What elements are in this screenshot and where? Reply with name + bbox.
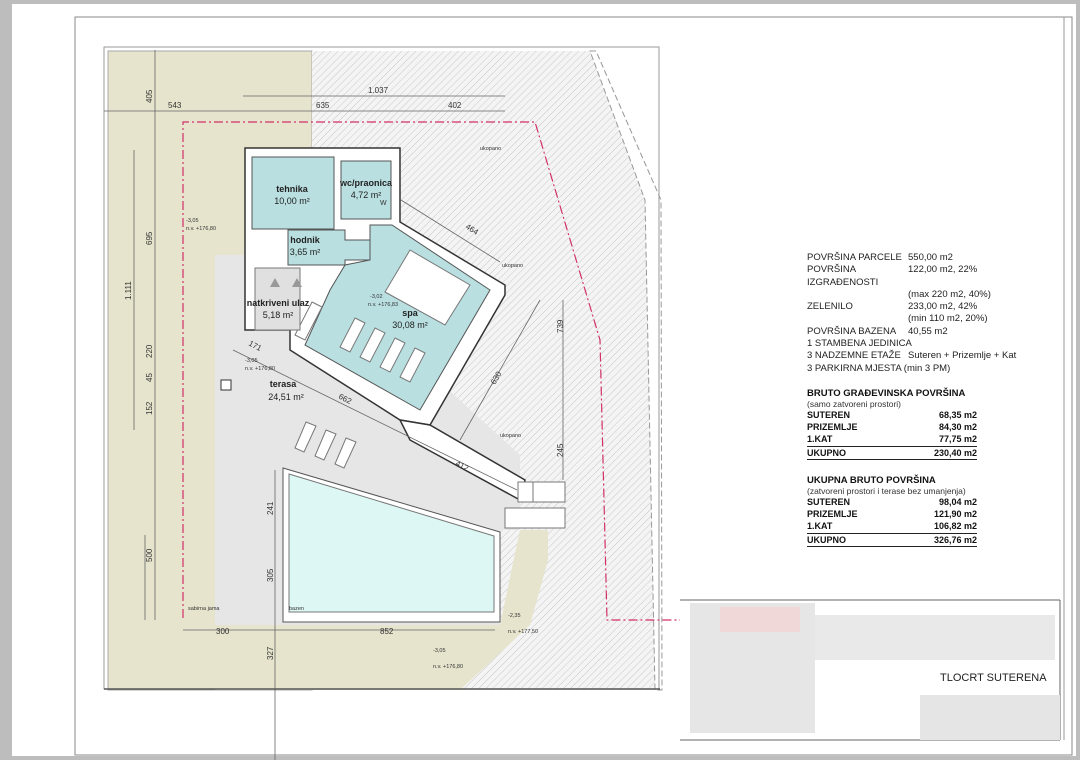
dim-152: 152: [145, 401, 154, 415]
bruto-gradevinska-table: BRUTO GRAĐEVINSKA POVRŠINA (samo zatvore…: [807, 388, 977, 460]
room-label-ulaz: natkriveni ulaz: [247, 298, 310, 308]
label-w: W: [380, 200, 387, 207]
room-label-hodnik: hodnik: [290, 235, 320, 245]
dim-852: 852: [380, 627, 394, 636]
level-3-nv: n.v. +176,80: [245, 366, 275, 372]
dim-300: 300: [216, 627, 230, 636]
room-wc: [340, 160, 392, 220]
dimension-lines: [104, 50, 564, 760]
dim-45: 45: [145, 373, 154, 382]
dim-500: 500: [145, 548, 154, 562]
dim-739: 739: [556, 319, 565, 333]
level-1-nv: n.v. +176,80: [186, 226, 216, 232]
level-2: -3,02: [370, 294, 383, 300]
dim-635: 635: [316, 101, 330, 110]
label-ukopano-2: ukopano: [502, 263, 523, 269]
room-area-ulaz: 5,18 m²: [263, 310, 294, 320]
level-3: -3,05: [245, 358, 258, 364]
jacuzzi: [384, 249, 471, 326]
room-area-tehnika: 10,00 m²: [274, 196, 310, 206]
level-5: -3,05: [433, 648, 446, 654]
level-5-nv: n.v. +176,80: [433, 664, 463, 670]
level-4: -2,35: [508, 613, 521, 619]
dim-245: 245: [556, 443, 565, 457]
room-area-spa: 30,08 m²: [392, 320, 428, 330]
sheet-frame: [74, 16, 1073, 756]
dim-327: 327: [266, 646, 275, 660]
dim-405: 405: [145, 89, 154, 103]
room-label-tehnika: tehnika: [276, 184, 309, 194]
dim-1037: 1.037: [368, 86, 389, 95]
spa-loungers: [294, 301, 426, 383]
level-4-nv: n.v. +177,50: [508, 629, 538, 635]
room-label-terasa: terasa: [270, 379, 298, 389]
dim-402: 402: [448, 101, 462, 110]
ukupna-bruto-table: UKUPNA BRUTO POVRŠINA (zatvoreni prostor…: [807, 475, 977, 547]
dim-220: 220: [145, 344, 154, 358]
room-area-wc: 4,72 m²: [351, 190, 382, 200]
level-1: -3,05: [186, 218, 199, 224]
room-label-spa: spa: [402, 308, 419, 318]
building-boundary: [182, 121, 680, 621]
label-bazen: bazen: [289, 606, 304, 612]
dim-305: 305: [266, 568, 275, 582]
label-ukopano-3: ukopano: [500, 433, 521, 439]
dim-543: 543: [168, 101, 182, 110]
room-area-hodnik: 3,65 m²: [290, 247, 321, 257]
dim-1111: 1.111: [124, 281, 133, 300]
covered-entrance: [254, 267, 301, 331]
dim-241: 241: [266, 501, 275, 515]
terrace-loungers: [294, 421, 357, 469]
label-sabirna-jama: sabirna jama: [188, 606, 220, 612]
drawing-title: TLOCRT SUTERENA: [940, 672, 1047, 684]
room-tehnika: [251, 156, 335, 230]
pool-water: [288, 473, 495, 613]
room-area-terasa: 24,51 m²: [268, 392, 304, 402]
stairs: [504, 481, 566, 529]
label-ukopano-1: ukopano: [480, 146, 501, 152]
room-label-wc: wc/praonica: [339, 178, 393, 188]
level-2-nv: n.v. +176,83: [368, 302, 398, 308]
dim-695: 695: [145, 231, 154, 245]
